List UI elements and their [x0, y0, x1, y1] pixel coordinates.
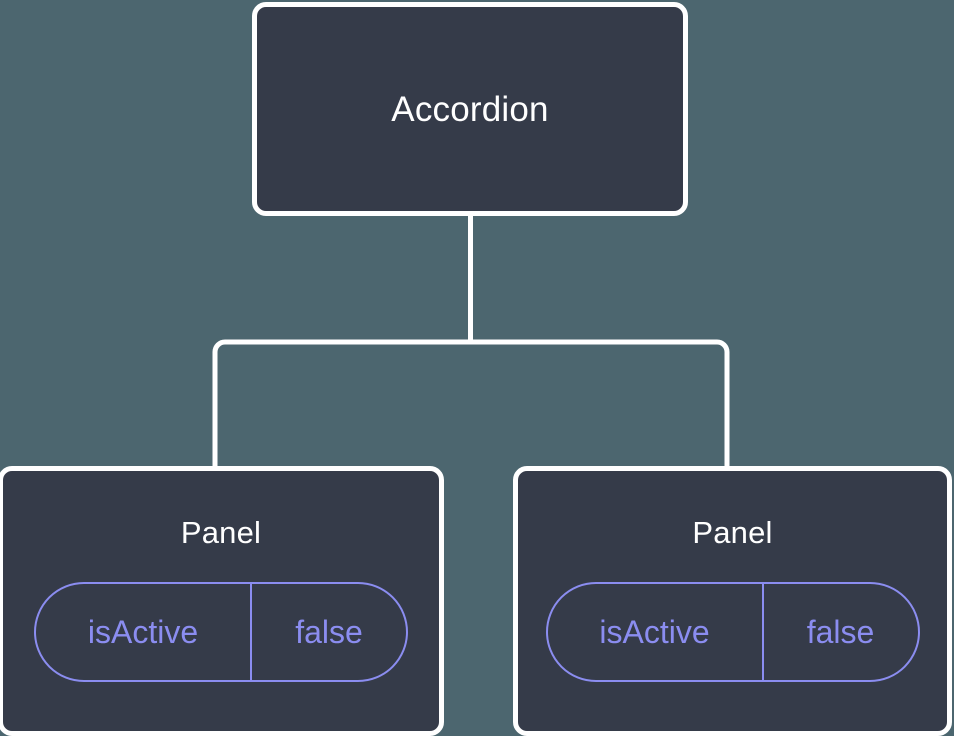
node-panel-right-label: Panel [692, 515, 773, 550]
state-badge-panel-left[interactable]: isActive false [34, 582, 408, 682]
node-accordion-label: Accordion [391, 89, 549, 129]
state-key-label: isActive [36, 584, 252, 680]
state-value-label: false [295, 614, 363, 650]
edge-to-panel-left [212, 339, 471, 468]
node-panel-right[interactable]: Panel isActive false [513, 466, 952, 736]
edge-to-panel-right [470, 339, 730, 468]
node-accordion[interactable]: Accordion [252, 2, 688, 216]
state-badge-panel-right[interactable]: isActive false [545, 582, 920, 682]
node-panel-left-label: Panel [180, 515, 262, 550]
state-value-label: false [806, 614, 875, 650]
state-key-label: isActive [548, 584, 764, 680]
node-panel-left[interactable]: Panel isActive false [0, 466, 444, 736]
